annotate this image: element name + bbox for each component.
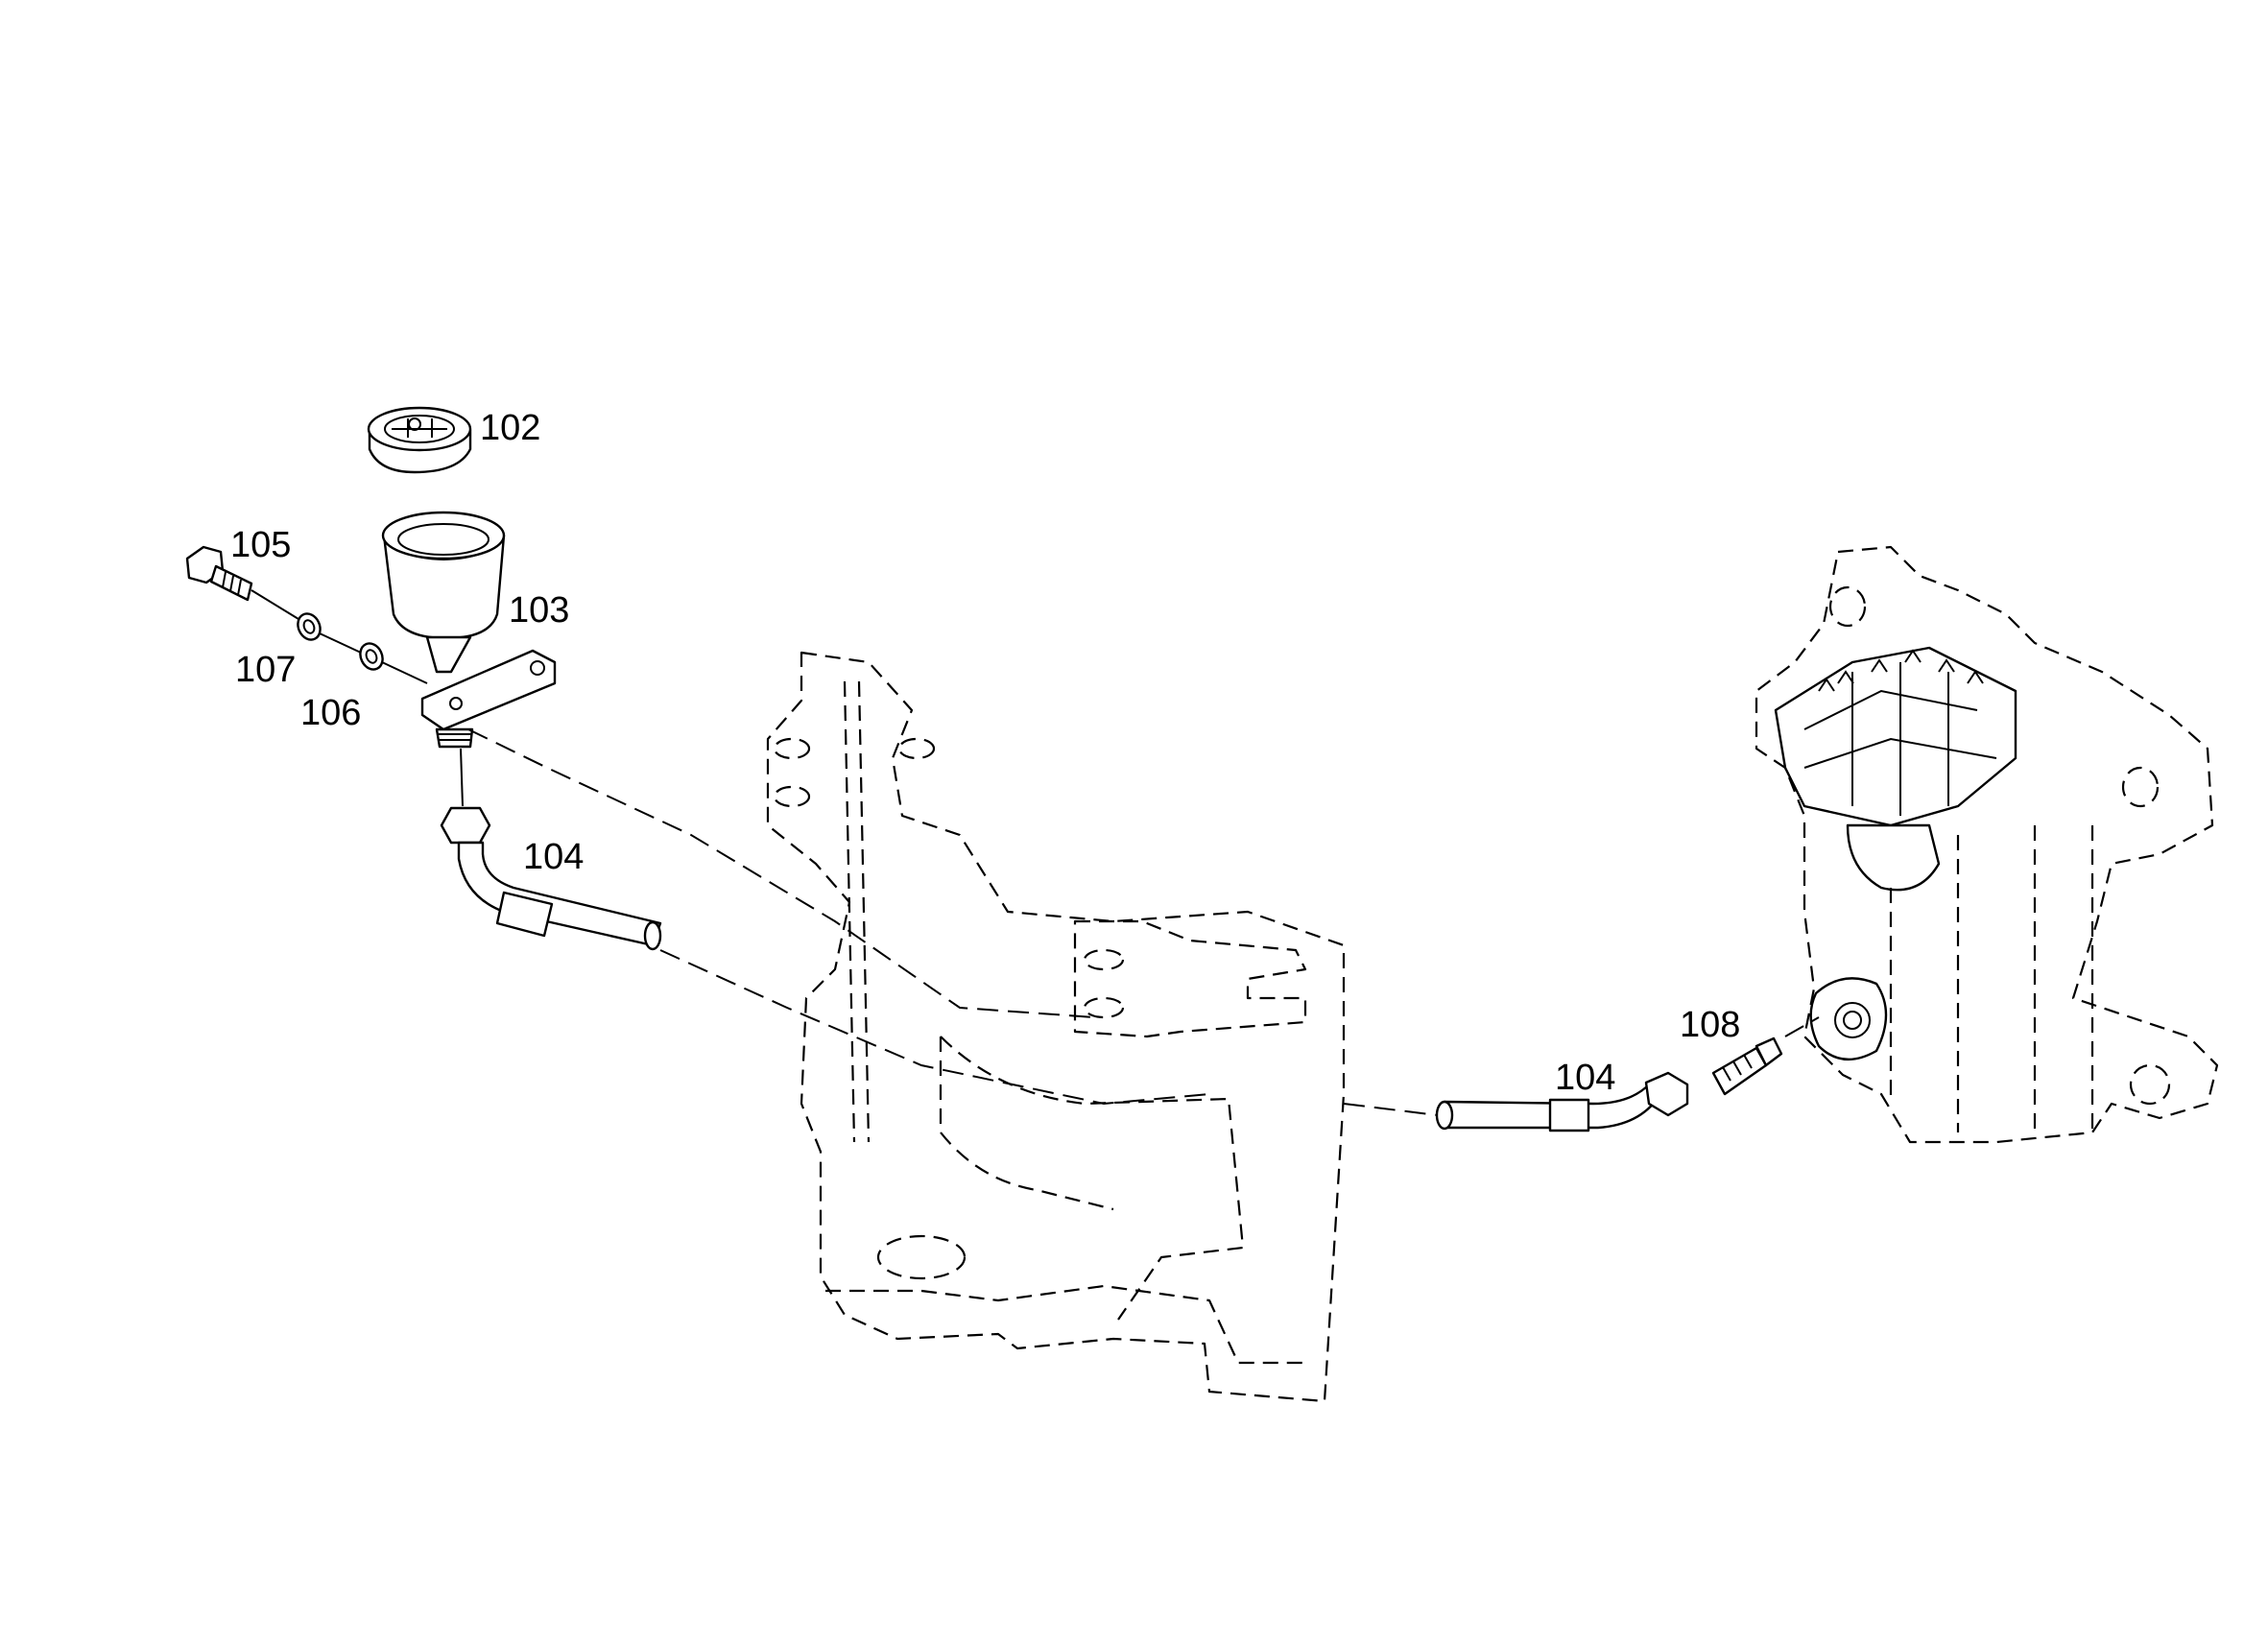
bolt-axis-line xyxy=(251,589,428,684)
part-104-hose-right[interactable] xyxy=(1435,1071,1689,1132)
callout-102: 102 xyxy=(480,408,540,448)
part-103-reservoir[interactable] xyxy=(381,511,557,749)
callout-107: 107 xyxy=(235,650,296,690)
part-108-fitting[interactable] xyxy=(1711,1036,1783,1096)
part-105-bolt[interactable] xyxy=(185,545,253,602)
valve-block-assembly xyxy=(1755,545,2219,1144)
part-107-washer[interactable] xyxy=(294,610,324,644)
callout-105: 105 xyxy=(230,525,291,565)
housing-reference-dashed xyxy=(766,651,1346,1403)
callout-106: 106 xyxy=(300,693,361,733)
part-102-cap[interactable] xyxy=(367,406,472,474)
part-106-washer[interactable] xyxy=(356,640,387,674)
callout-103: 103 xyxy=(509,590,569,631)
connection-leader-lines xyxy=(467,728,1820,1116)
part-104-hose-left[interactable] xyxy=(440,748,662,951)
callout-104-right: 104 xyxy=(1555,1058,1615,1098)
callout-108: 108 xyxy=(1680,1005,1740,1045)
callout-104-left: 104 xyxy=(523,837,584,877)
